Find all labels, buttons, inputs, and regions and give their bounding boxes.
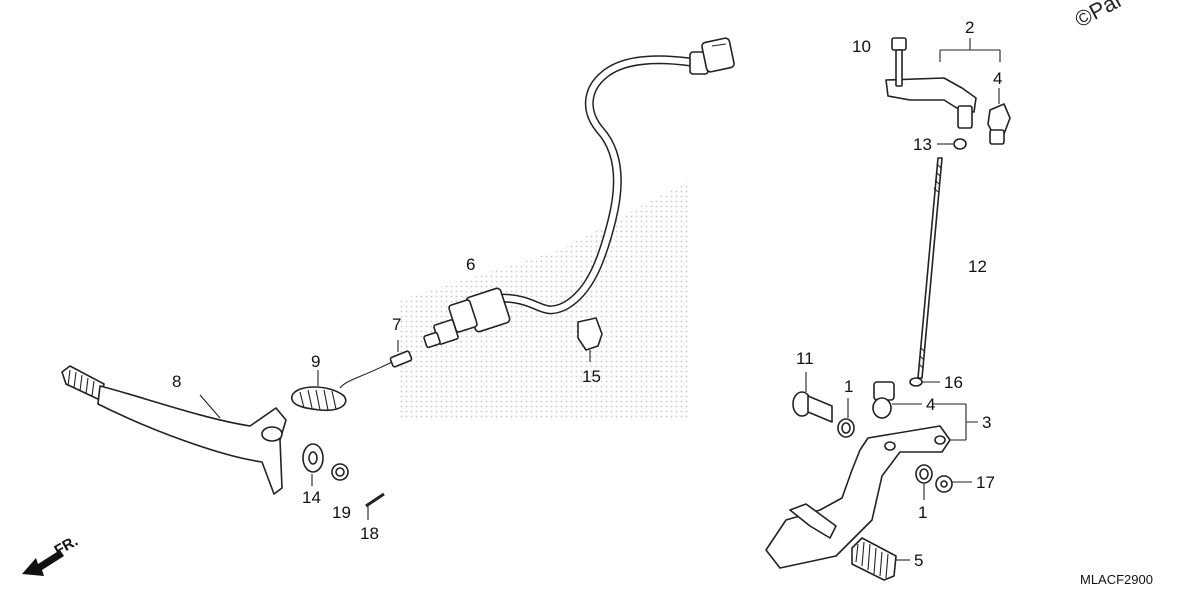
callout-18: 18 bbox=[360, 524, 379, 543]
callout-8: 8 bbox=[172, 372, 181, 391]
callout-4-upper: 4 bbox=[993, 69, 1002, 88]
part-2-rod-end-assembly bbox=[885, 38, 1011, 145]
diagram-code: MLACF2900 bbox=[1080, 572, 1153, 587]
callout-13: 13 bbox=[913, 135, 932, 154]
callout-2: 2 bbox=[965, 18, 974, 37]
callout-17: 17 bbox=[976, 473, 995, 492]
part-4-lower-rod-end bbox=[872, 381, 922, 419]
callout-15: 15 bbox=[582, 367, 601, 386]
part-9-spring bbox=[291, 370, 347, 412]
callout-1-lower: 1 bbox=[918, 503, 927, 522]
part-15-clip bbox=[577, 317, 603, 362]
part-18-pin bbox=[365, 492, 385, 520]
part-11-pivot-bolt bbox=[792, 372, 833, 423]
part-5-pedal-rubber bbox=[851, 537, 910, 581]
part-13-nut bbox=[937, 138, 967, 150]
part-19-circlip bbox=[331, 463, 349, 481]
callout-9: 9 bbox=[311, 352, 320, 371]
callout-4-lower: 4 bbox=[926, 395, 935, 414]
part-1-upper-oring bbox=[837, 398, 855, 438]
callout-labels: 2 10 4 13 12 6 7 9 8 15 11 16 1 4 3 17 1… bbox=[172, 18, 1002, 570]
callout-16: 16 bbox=[944, 373, 963, 392]
watermark bbox=[400, 180, 690, 420]
callout-11: 11 bbox=[796, 349, 814, 368]
callout-5: 5 bbox=[914, 551, 923, 570]
part-1-lower-oring bbox=[915, 464, 933, 500]
callout-6: 6 bbox=[466, 255, 475, 274]
callout-7: 7 bbox=[392, 315, 401, 334]
part-12-rod bbox=[917, 157, 943, 379]
part-16-nut bbox=[909, 377, 940, 387]
part-17-washer bbox=[935, 475, 972, 493]
part-14-washer bbox=[302, 443, 324, 486]
callout-19: 19 bbox=[332, 503, 351, 522]
copyright-text: ©Par bbox=[1071, 0, 1127, 32]
part-3-shift-pedal bbox=[765, 403, 978, 569]
callout-12: 12 bbox=[968, 257, 987, 276]
callout-1-upper: 1 bbox=[844, 377, 853, 396]
callout-14: 14 bbox=[302, 488, 321, 507]
part-10-bolt bbox=[891, 37, 907, 87]
part-8-brake-pedal bbox=[61, 365, 287, 495]
front-direction-arrow: FR. bbox=[22, 533, 81, 576]
part-6-switch-harness bbox=[423, 37, 735, 349]
callout-3: 3 bbox=[982, 413, 991, 432]
callout-10: 10 bbox=[852, 37, 871, 56]
part-7-spring-rod bbox=[339, 340, 413, 389]
